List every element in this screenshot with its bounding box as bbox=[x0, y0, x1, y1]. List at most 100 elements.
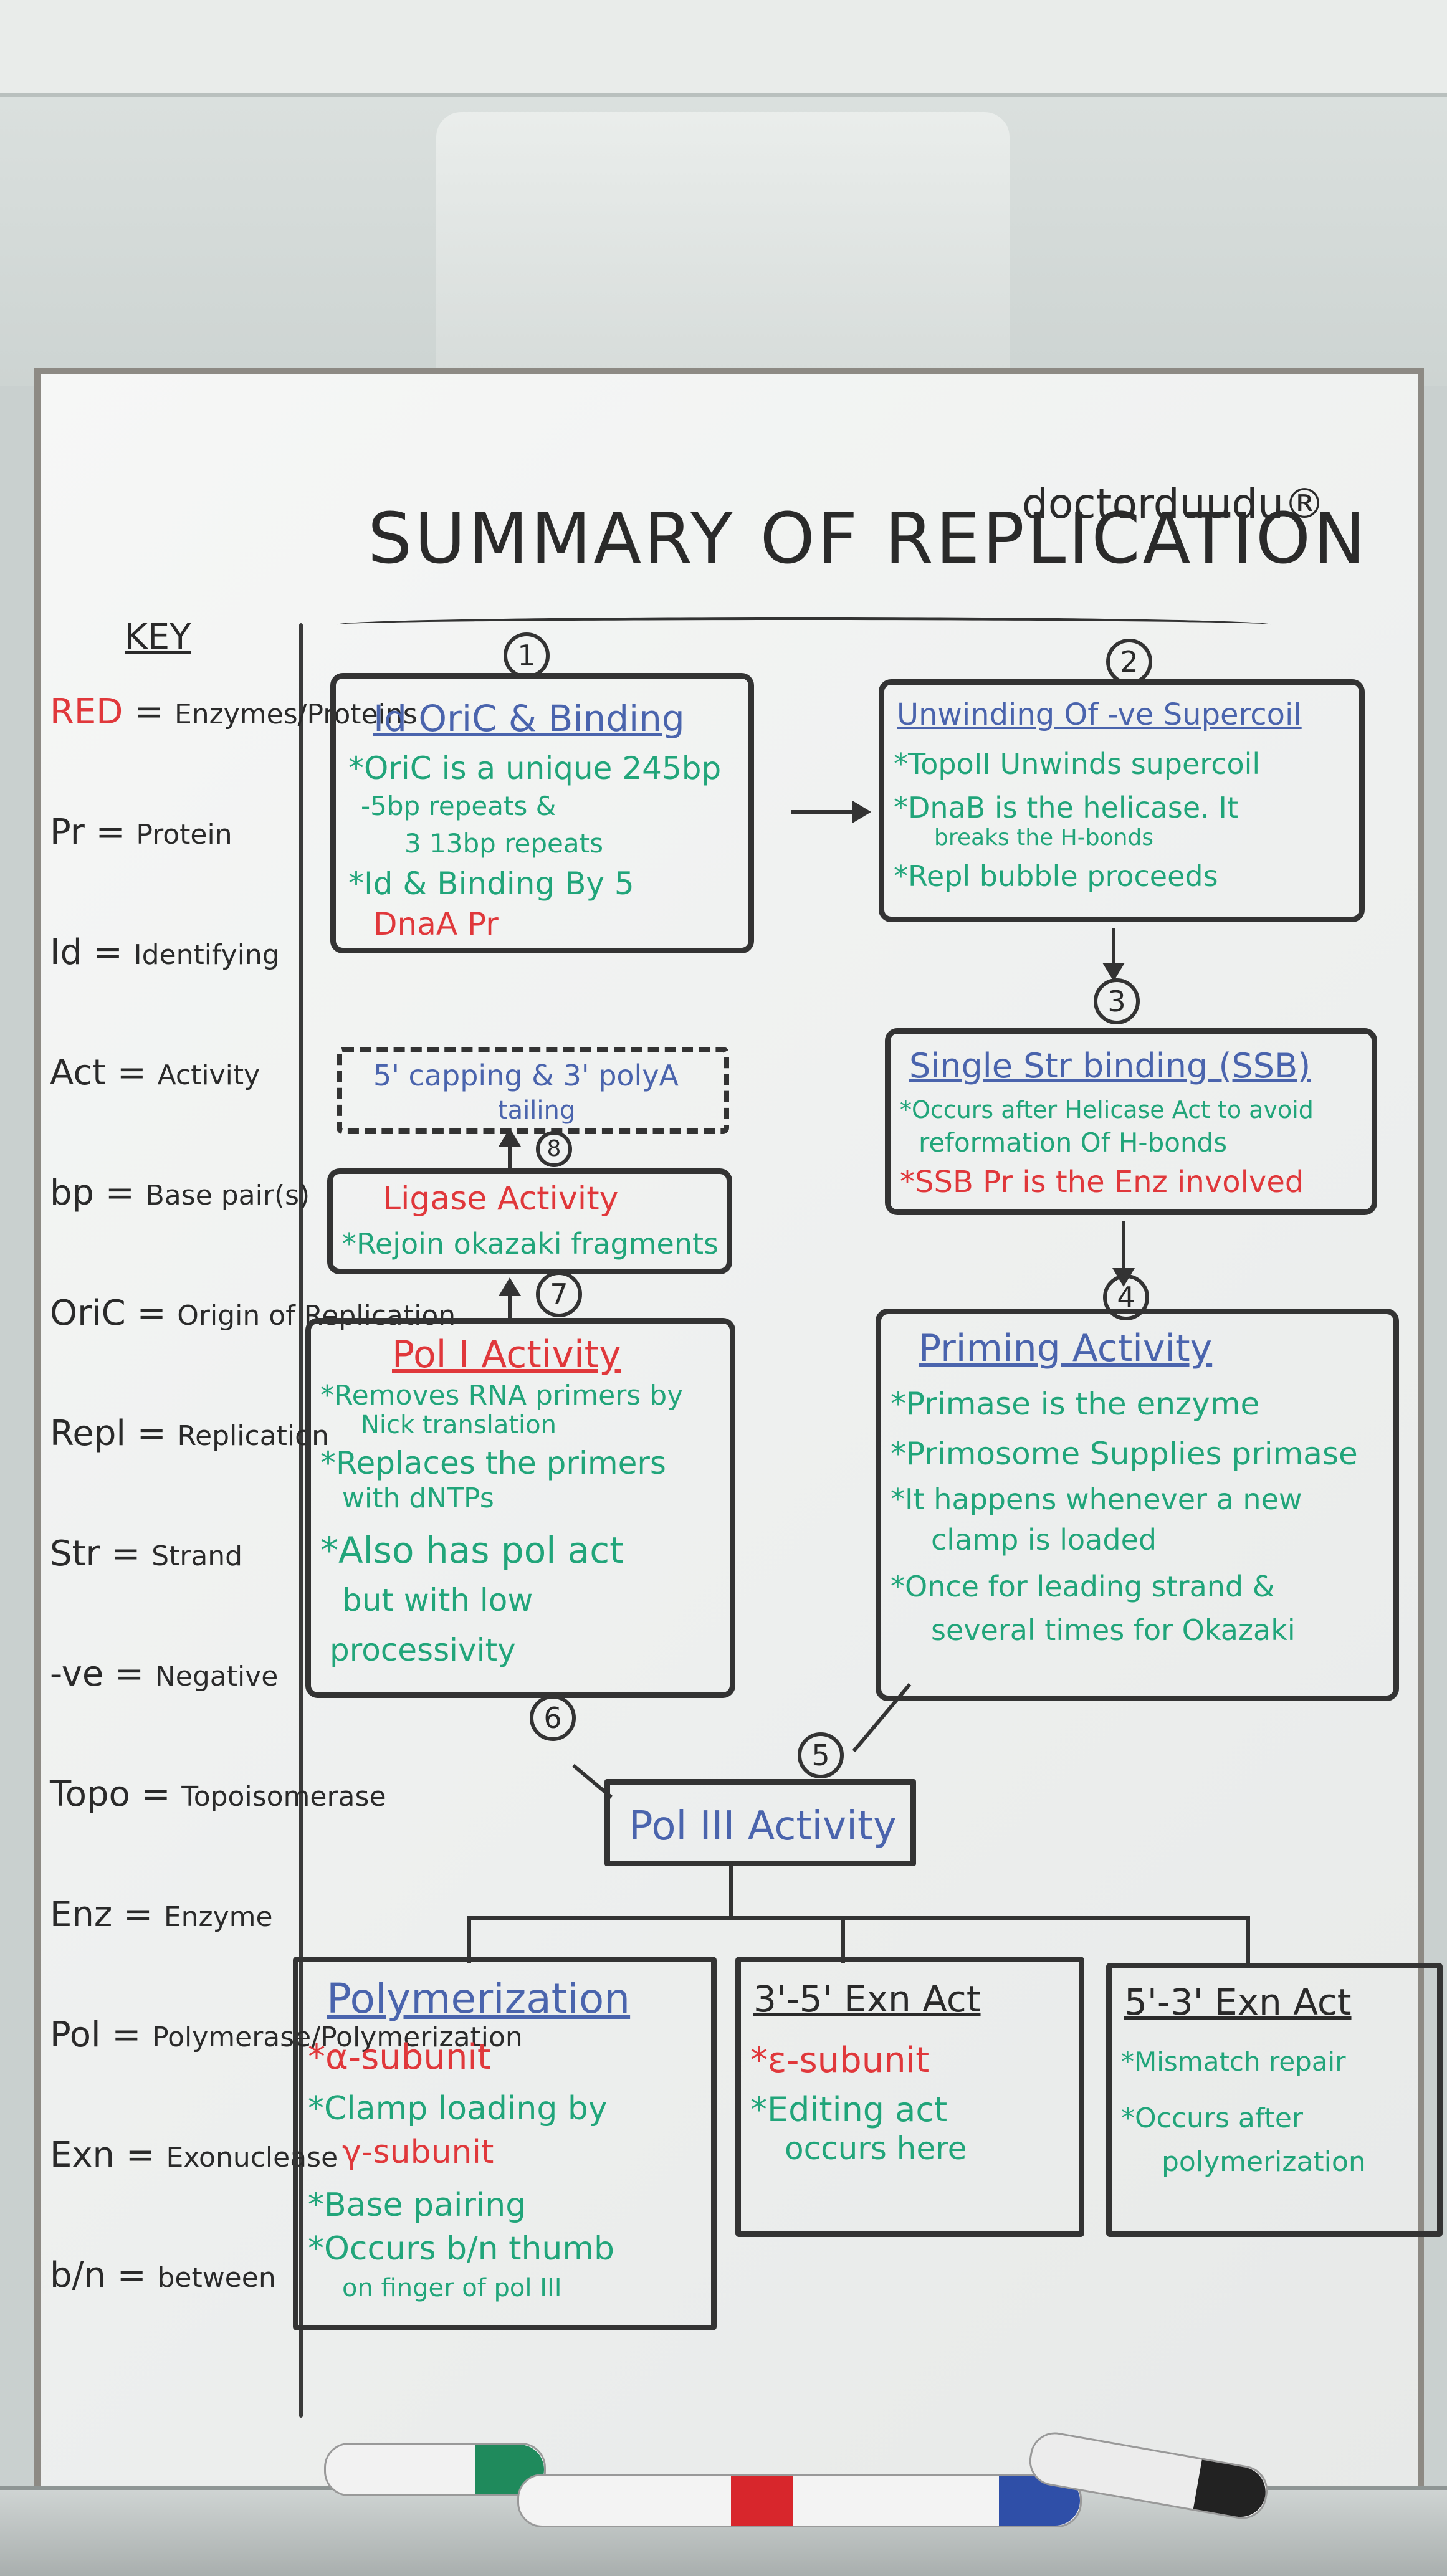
key-equals: = bbox=[103, 1654, 155, 1694]
step-8-number: 8 bbox=[536, 1131, 572, 1167]
step-2-number: 2 bbox=[1106, 639, 1152, 685]
key-item: Enz = Enzyme bbox=[50, 1894, 273, 1935]
key-meaning: Strand bbox=[151, 1540, 243, 1572]
exo35-box: 3'-5' Exn Act *ε-subunit *Editing act oc… bbox=[735, 1957, 1084, 2237]
step-1-heading: Id OriC & Binding bbox=[373, 697, 685, 740]
key-meaning: Identifying bbox=[133, 939, 280, 971]
step-7-number: 7 bbox=[536, 1271, 582, 1317]
key-abbr: Act bbox=[50, 1052, 107, 1093]
step-6-line-1: *Removes RNA primers by bbox=[320, 1380, 684, 1411]
step-6-heading: Pol I Activity bbox=[392, 1333, 621, 1376]
exo35-heading: 3'-5' Exn Act bbox=[753, 1978, 981, 2020]
step-6-line-7: processivity bbox=[330, 1632, 516, 1668]
key-item: bp = Base pair(s) bbox=[50, 1173, 310, 1213]
step-2-line-4: *Repl bubble proceeds bbox=[894, 859, 1218, 893]
key-abbr: b/n bbox=[50, 2255, 106, 2296]
step-2-line-1: *TopoII Unwinds supercoil bbox=[894, 747, 1261, 781]
key-item: Topo = Topoisomerase bbox=[50, 1774, 386, 1815]
exo35-line-2: occurs here bbox=[785, 2130, 967, 2167]
arrow-6-to-7 bbox=[508, 1293, 512, 1318]
key-abbr: Pol bbox=[50, 2015, 101, 2055]
key-abbr: RED bbox=[50, 692, 123, 732]
tree-bar bbox=[467, 1916, 1246, 1920]
step-3-line-1: *Occurs after Helicase Act to avoid bbox=[900, 1096, 1314, 1123]
key-meaning: between bbox=[157, 2262, 276, 2294]
step-3-box: Single Str binding (SSB) *Occurs after H… bbox=[885, 1028, 1377, 1215]
step-4-box: Priming Activity *Primase is the enzyme … bbox=[876, 1309, 1399, 1701]
brand-signature: doctorduudu® bbox=[1022, 480, 1325, 528]
step-1-line-4: *Id & Binding By 5 bbox=[348, 866, 634, 902]
step-1-number: 1 bbox=[504, 632, 550, 679]
step-3-number: 3 bbox=[1094, 978, 1140, 1024]
key-equals: = bbox=[84, 812, 136, 852]
step-2-line-3: breaks the H-bonds bbox=[934, 825, 1154, 851]
key-meaning: Base pair(s) bbox=[145, 1180, 310, 1211]
key-item: Str = Strand bbox=[50, 1534, 242, 1574]
tree-branch-2 bbox=[841, 1916, 845, 1963]
step-3-heading: Single Str binding (SSB) bbox=[909, 1046, 1311, 1085]
step-6-box: Pol I Activity *Removes RNA primers by N… bbox=[305, 1318, 735, 1698]
exo53-line-3: polymerization bbox=[1162, 2146, 1366, 2178]
step-2-box: Unwinding Of -ve Supercoil *TopoII Unwin… bbox=[879, 679, 1365, 922]
exo53-line-2: *Occurs after bbox=[1121, 2102, 1303, 2134]
step-5-heading: Pol III Activity bbox=[629, 1803, 897, 1849]
step-6-number: 6 bbox=[530, 1695, 576, 1741]
key-item: Exn = Exonuclease bbox=[50, 2135, 338, 2175]
red-marker-band bbox=[731, 2476, 793, 2526]
polymerization-box: Polymerization *α-subunit *Clamp loading… bbox=[293, 1957, 717, 2330]
key-equals: = bbox=[123, 692, 174, 732]
key-abbr: Str bbox=[50, 1534, 100, 1574]
step-5-number: 5 bbox=[798, 1732, 844, 1778]
arrow-3-to-4 bbox=[1122, 1221, 1125, 1271]
step-2-heading: Unwinding Of -ve Supercoil bbox=[897, 697, 1302, 732]
step-1-line-1: *OriC is a unique 245bp bbox=[348, 750, 722, 786]
tree-branch-3 bbox=[1246, 1916, 1250, 1963]
key-equals: = bbox=[94, 1173, 146, 1213]
key-abbr: Pr bbox=[50, 812, 85, 852]
exo35-line-1: *Editing act bbox=[750, 2090, 948, 2129]
polymerization-line-2: γ-subunit bbox=[342, 2134, 494, 2171]
key-meaning: Negative bbox=[155, 1661, 279, 1692]
key-equals: = bbox=[112, 1894, 164, 1935]
key-meaning: Protein bbox=[136, 819, 232, 851]
step-1-box: Id OriC & Binding *OriC is a unique 245b… bbox=[330, 673, 754, 953]
step-6-line-6: but with low bbox=[342, 1582, 533, 1618]
key-meaning: Enzyme bbox=[163, 1901, 273, 1933]
green-marker[interactable] bbox=[324, 2443, 546, 2496]
step-8-heading: 5' capping & 3' polyA bbox=[373, 1059, 679, 1092]
key-meaning: Enzymes/Proteins bbox=[174, 699, 418, 730]
key-abbr: Enz bbox=[50, 1894, 113, 1935]
key-meaning: Topoisomerase bbox=[181, 1781, 386, 1813]
step-1-line-2: -5bp repeats & bbox=[361, 791, 556, 821]
key-meaning: Replication bbox=[177, 1420, 329, 1452]
step-8-box: 5' capping & 3' polyA tailing bbox=[337, 1047, 729, 1134]
red-blue-marker[interactable] bbox=[517, 2474, 1082, 2527]
polymerization-line-1: *Clamp loading by bbox=[308, 2090, 608, 2127]
tree-stem bbox=[729, 1866, 733, 1916]
step-1-line-3: 3 13bp repeats bbox=[404, 828, 603, 859]
key-equals: = bbox=[105, 2255, 158, 2296]
key-equals: = bbox=[100, 1534, 152, 1574]
tree-branch-1 bbox=[467, 1916, 471, 1963]
step-8-sub: tailing bbox=[498, 1096, 576, 1125]
step-4-line-3: *It happens whenever a new bbox=[891, 1482, 1302, 1516]
key-item: Pol = Polymerase/Polymerization bbox=[50, 2015, 523, 2055]
step-6-line-5: *Also has pol act bbox=[320, 1529, 624, 1572]
key-item: OriC = Origin of Replication bbox=[50, 1293, 456, 1333]
key-divider-line bbox=[299, 623, 303, 2418]
key-equals: = bbox=[100, 2015, 153, 2055]
key-meaning: Activity bbox=[157, 1059, 260, 1091]
step-7-box: Ligase Activity *Rejoin okazaki fragment… bbox=[327, 1168, 732, 1274]
key-abbr: OriC bbox=[50, 1293, 126, 1333]
key-equals: = bbox=[125, 1413, 178, 1454]
step-4-line-5: *Once for leading strand & bbox=[891, 1570, 1275, 1603]
key-item: -ve = Negative bbox=[50, 1654, 278, 1694]
step-4-heading: Priming Activity bbox=[919, 1327, 1213, 1370]
exo53-box: 5'-3' Exn Act *Mismatch repair *Occurs a… bbox=[1106, 1963, 1443, 2237]
key-equals: = bbox=[125, 1293, 178, 1333]
key-equals: = bbox=[106, 1052, 158, 1093]
key-meaning: Polymerase/Polymerization bbox=[152, 2021, 523, 2053]
step-1-red-line: DnaA Pr bbox=[373, 906, 499, 942]
key-abbr: Exn bbox=[50, 2135, 115, 2175]
key-item: b/n = between bbox=[50, 2255, 276, 2296]
